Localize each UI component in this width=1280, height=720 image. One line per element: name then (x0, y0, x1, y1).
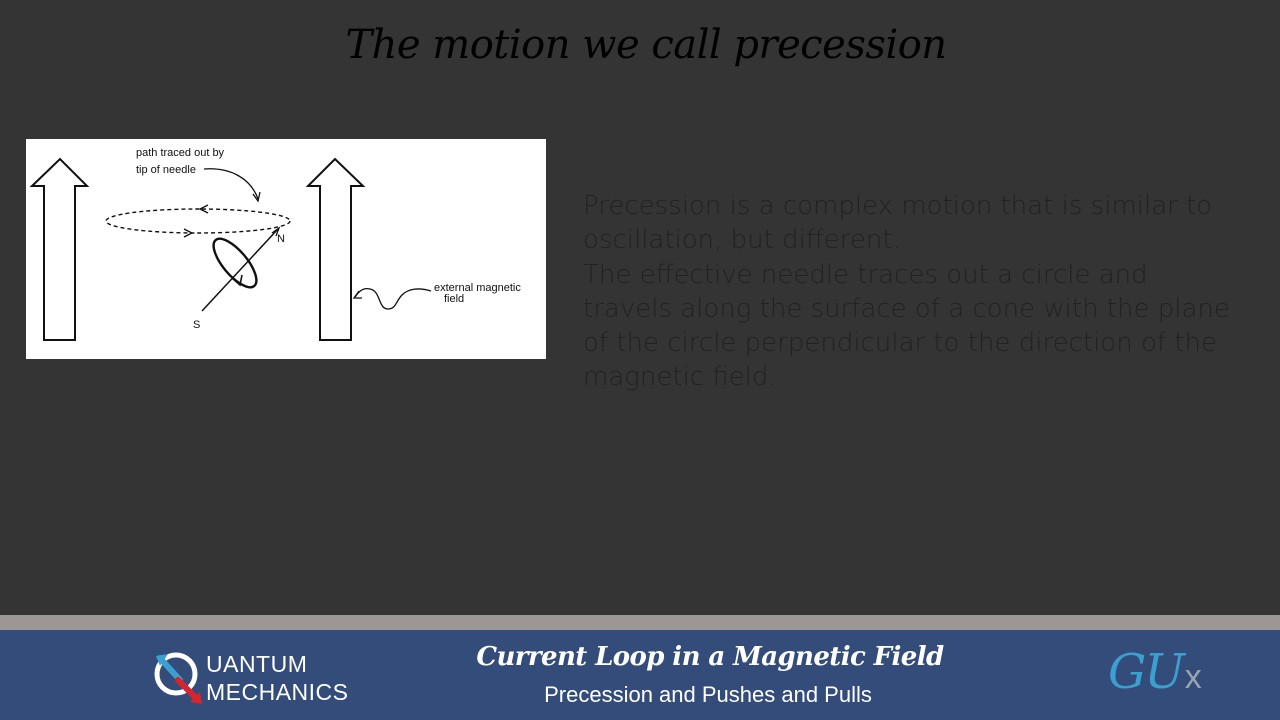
gux-logo-main: GU (1108, 644, 1185, 700)
logo-line-2: MECHANICS (206, 679, 349, 705)
gux-logo: GUx (1108, 644, 1202, 705)
south-label: S (193, 319, 200, 331)
precession-path-ellipse (105, 208, 291, 234)
precession-diagram: path traced out by tip of needle N S ext… (26, 139, 546, 359)
course-title: Current Loop in a Magnetic Field (476, 642, 944, 672)
right-field-arrow (305, 157, 366, 341)
logo-line-1: UANTUM (206, 651, 308, 677)
gux-logo-suffix: x (1184, 658, 1202, 696)
quantum-q-logo-icon (150, 646, 206, 706)
field-label-line1: external magnetic (434, 282, 521, 294)
north-label: N (277, 233, 285, 245)
path-label-pointer-head (252, 191, 261, 203)
field-label-line2: field (444, 293, 464, 305)
path-label-pointer (203, 168, 259, 200)
paragraph-needle-description: The effective needle traces out a circle… (583, 259, 1230, 393)
field-label-pointer (354, 287, 432, 310)
path-label-line1: path traced out by (136, 147, 225, 159)
slide-title: The motion we call precession (345, 22, 947, 68)
needle-line (201, 228, 279, 312)
footer-divider-strip (0, 615, 1280, 630)
path-direction-arrow-bottom (183, 228, 194, 238)
field-label-pointer-head (352, 290, 362, 299)
body-text: Precession is a complex motion that is s… (583, 189, 1243, 395)
spin-arrow (231, 274, 243, 287)
left-field-arrow (29, 157, 90, 341)
path-direction-arrow-top (198, 204, 209, 214)
paragraph-precession-definition: Precession is a complex motion that is s… (583, 191, 1213, 256)
quantum-mechanics-logo-text: UANTUM MECHANICS (206, 650, 349, 706)
footer-band: UANTUM MECHANICS Current Loop in a Magne… (0, 630, 1280, 720)
spin-loop (212, 237, 258, 289)
needle-tip (271, 226, 281, 237)
path-label-line2: tip of needle (136, 164, 196, 176)
course-subtitle: Precession and Pushes and Pulls (544, 682, 872, 707)
